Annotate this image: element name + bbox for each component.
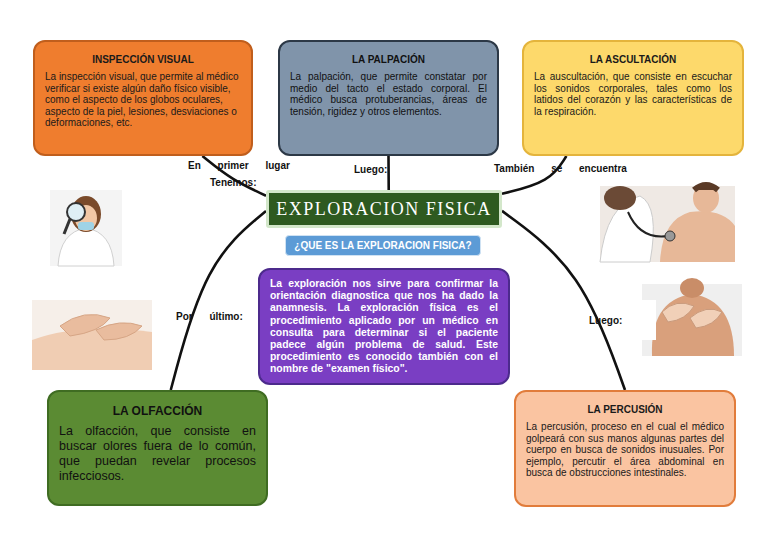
connector-line <box>502 156 566 194</box>
connector-label: Por último: <box>176 311 243 322</box>
topic-box: LA ASCULTACIÓN La auscultación, que consi… <box>522 40 744 156</box>
body-text: La palpación, que permite constatar por … <box>290 71 487 117</box>
heading-text: LA ASCULTACIÓN <box>534 54 732 65</box>
photo-illustration <box>50 190 122 266</box>
heading-text: LA PALPACIÓN <box>290 54 487 65</box>
topic-box: ¿QUE ES LA EXPLORACION FISICA? <box>285 235 481 256</box>
topic-box: INSPECCIÓN VISUAL La inspección visual, q… <box>33 40 253 156</box>
photo-illustration <box>32 300 152 370</box>
body-text: La percusión, proceso en el cual el médi… <box>526 421 724 479</box>
body-text: La auscultación, que consiste en escucha… <box>534 71 732 117</box>
body-text: La exploración nos sirve para confirmar … <box>270 278 498 376</box>
body-text: La olfacción, que consiste en buscar olo… <box>59 424 256 484</box>
topic-box: LA PERCUSIÓN La percusión, proceso en el … <box>514 390 736 507</box>
heading-text: INSPECCIÓN VISUAL <box>45 54 241 65</box>
body-text: La inspección visual, que permite al méd… <box>45 71 241 129</box>
connector-line <box>387 156 390 190</box>
connector-label: Luego: <box>589 315 622 326</box>
heading-text: ¿QUE ES LA EXPLORACION FISICA? <box>294 240 471 251</box>
topic-box: LA PALPACIÓN La palpación, que permite co… <box>278 40 499 156</box>
connector-line <box>502 211 625 390</box>
photo-illustration <box>642 278 742 356</box>
connector-label: También se encuentra <box>494 163 627 174</box>
heading-text: LA PERCUSIÓN <box>526 404 724 415</box>
topic-box: EXPLORACION FISICA <box>266 190 502 228</box>
connector-label: En primer lugar <box>188 160 290 171</box>
photo-illustration <box>600 183 735 262</box>
heading-text: EXPLORACION FISICA <box>276 199 492 220</box>
topic-box: LA OLFACCIÓN La olfacción, que consiste e… <box>47 390 268 506</box>
connector-line <box>171 211 266 390</box>
heading-text: LA OLFACCIÓN <box>59 404 256 418</box>
connector-label: Luego: <box>354 164 387 175</box>
note-label: Tenemos: <box>210 177 257 188</box>
topic-box: La exploración nos sirve para confirmar … <box>258 268 510 385</box>
